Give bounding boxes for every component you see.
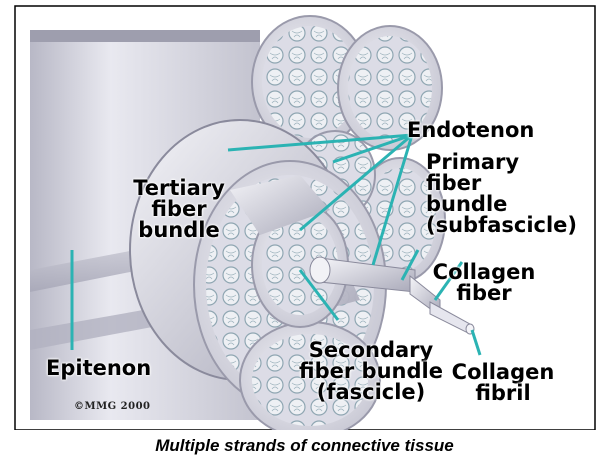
copyright-notice: ©MMG 2000 (74, 401, 151, 412)
figure-caption: Multiple strands of connective tissue (0, 436, 609, 456)
label-endotenon: Endotenon (407, 120, 534, 141)
label-secondary-fiber-bundle: Secondary fiber bundle (fascicle) (296, 340, 446, 403)
label-collagen-fiber: Collagen fiber (425, 262, 543, 304)
label-primary-fiber-bundle: Primary fiber bundle (subfascicle) (426, 152, 577, 236)
label-tertiary-fiber-bundle: Tertiary fiber bundle (124, 178, 234, 241)
label-collagen-fibril: Collagen fibril (445, 362, 561, 404)
label-epitenon: Epitenon (46, 358, 151, 379)
